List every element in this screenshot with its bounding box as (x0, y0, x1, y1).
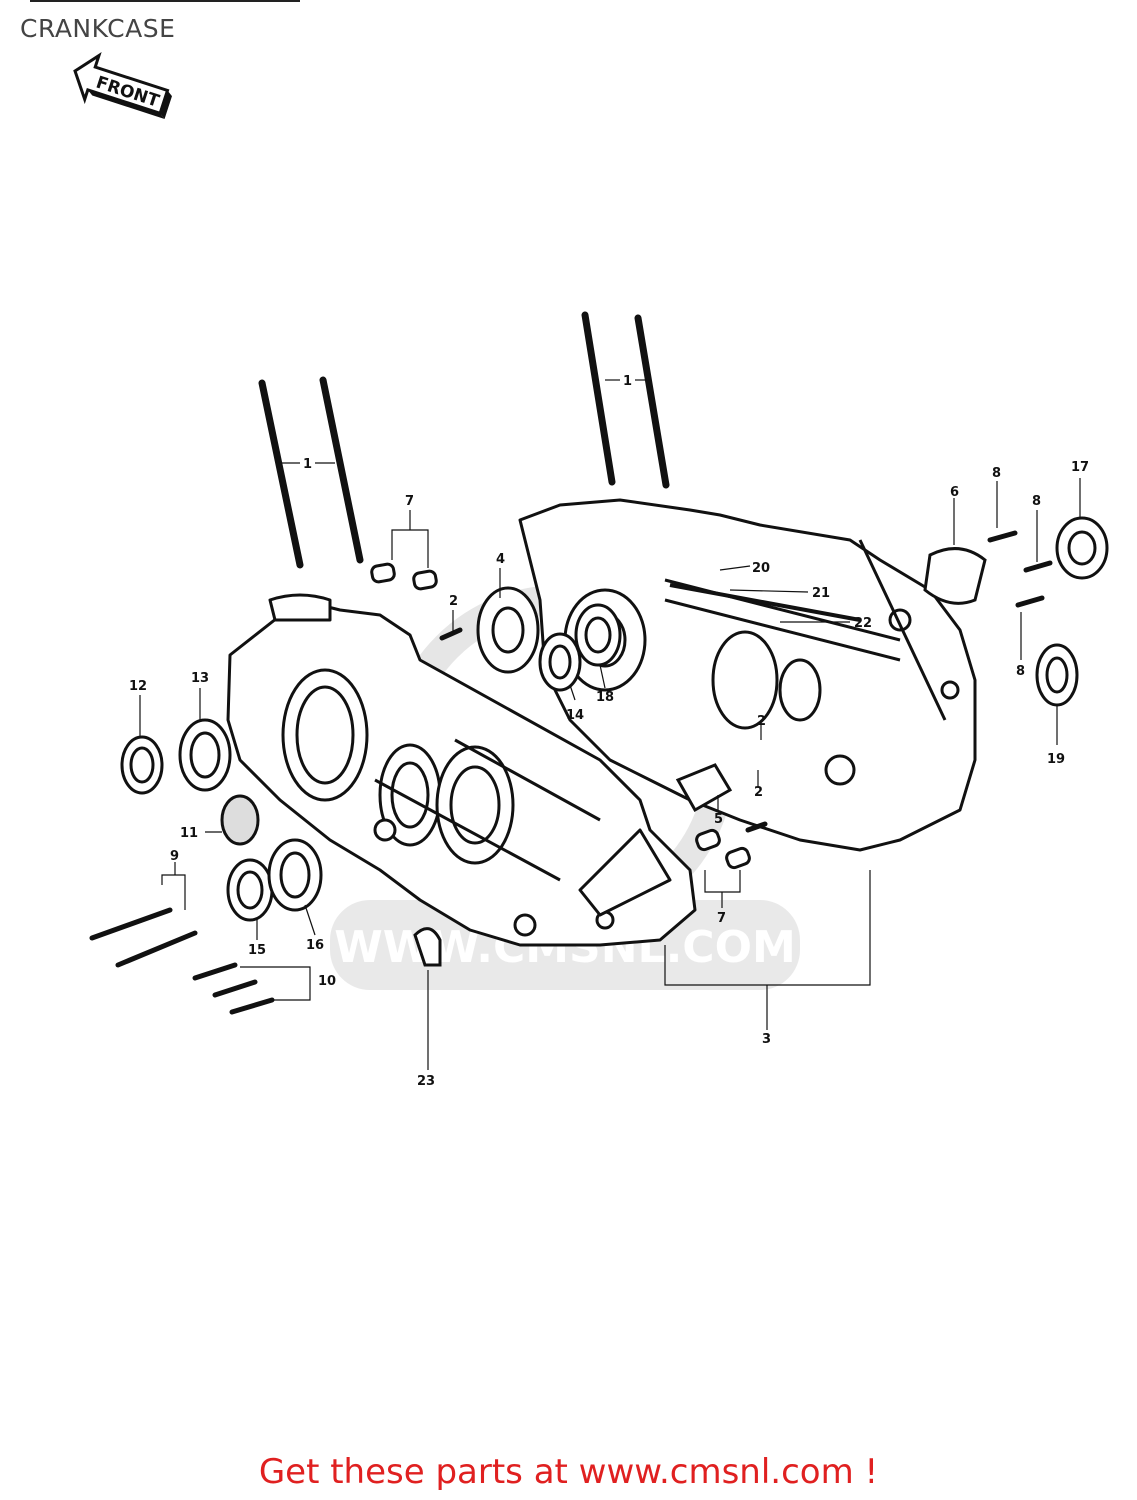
callout-8-c: 8 (1016, 664, 1025, 679)
callout-12: 12 (129, 679, 147, 694)
callout-4: 4 (496, 552, 505, 567)
callout-7-top: 7 (405, 494, 414, 509)
callout-7-bottom: 7 (717, 911, 726, 926)
callout-14: 14 (566, 708, 584, 723)
callout-10: 10 (318, 974, 336, 989)
callout-5: 5 (714, 812, 723, 827)
footer-cta[interactable]: Get these parts at www.cmsnl.com ! (0, 1452, 1137, 1492)
callout-20: 20 (752, 561, 770, 576)
cylinder-studs-left (258, 376, 364, 569)
callout-23: 23 (417, 1074, 435, 1089)
callout-6: 6 (950, 485, 959, 500)
callout-2-a: 2 (449, 594, 458, 609)
callout-18: 18 (596, 690, 614, 705)
callout-2-c: 2 (754, 785, 763, 800)
callout-9: 9 (170, 849, 179, 864)
leader-lines (139, 379, 1081, 1070)
callout-16: 16 (306, 938, 324, 953)
callout-21: 21 (812, 586, 830, 601)
dowel-pins-top (370, 562, 438, 591)
cylinder-studs-right (581, 311, 670, 489)
left-crankcase-half (226, 593, 697, 947)
callout-17: 17 (1071, 460, 1089, 475)
callout-2-b: 2 (757, 714, 766, 729)
callout-8-a: 8 (992, 466, 1001, 481)
bearings-and-seals (120, 516, 1109, 922)
small-parts (413, 547, 987, 967)
crankcase-bolts (89, 530, 1053, 1015)
callout-1-right: 1 (623, 374, 632, 389)
front-arrow-icon: FRONT (73, 52, 172, 119)
page-title: CRANKCASE (20, 14, 176, 43)
callout-19: 19 (1047, 752, 1065, 767)
callout-3: 3 (762, 1032, 771, 1047)
callout-22: 22 (854, 616, 872, 631)
callout-8-b: 8 (1032, 494, 1041, 509)
callout-11: 11 (180, 826, 198, 841)
callout-labels: 1 1 2 2 2 3 4 5 6 7 7 8 8 8 9 10 11 12 1… (129, 374, 1089, 1089)
callout-1-left: 1 (303, 457, 312, 472)
callout-13: 13 (191, 671, 209, 686)
footer-cta-link[interactable]: Get these parts at www.cmsnl.com ! (258, 1452, 879, 1492)
callout-15: 15 (248, 943, 266, 958)
dowel-pins-bottom (695, 828, 751, 870)
top-rule (30, 0, 300, 2)
